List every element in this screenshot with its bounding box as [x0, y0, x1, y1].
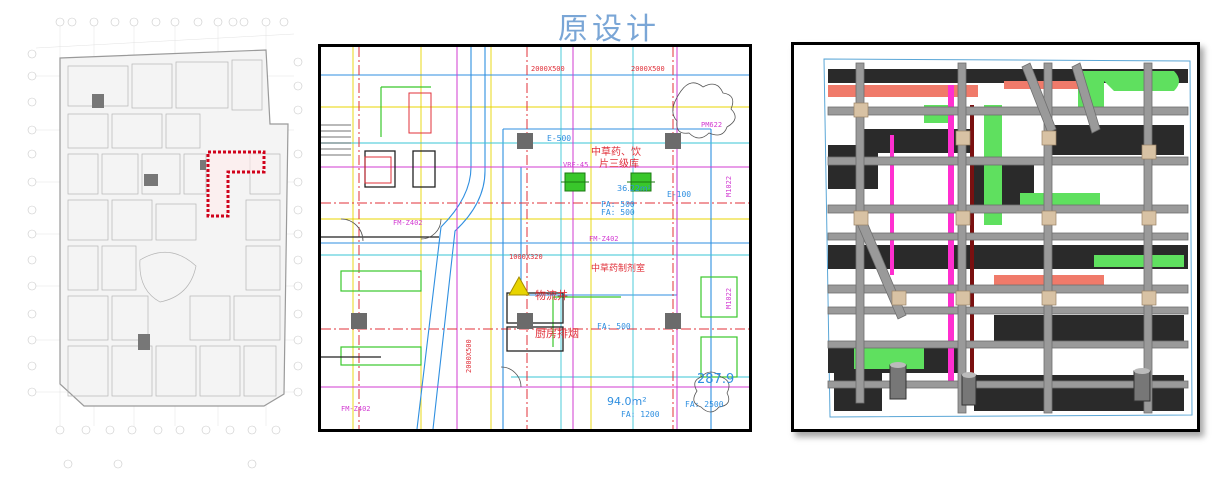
bim-drawing [823, 58, 1193, 418]
cad-room-labels: 中草药、饮 片三级库 物流井 厨房排烟 中草药制剂室 [535, 145, 645, 340]
cad-tag-label: FM-Z402 [393, 219, 423, 227]
cad-duct-labels: 2000X500 2000X500 1000X320 2000X500 [465, 65, 665, 373]
cad-tag-label: FM-Z402 [341, 405, 371, 413]
cad-diffusers [561, 172, 655, 192]
cad-outlet-label: FA: 500 [597, 322, 631, 331]
cad-linework [321, 47, 749, 429]
cad-room-label: 中草药制剂室 [591, 262, 645, 274]
cad-hvac-detail: 中草药、饮 片三级库 物流井 厨房排烟 中草药制剂室 2000X500 2000… [318, 44, 752, 432]
bim-risers [889, 362, 1151, 406]
cad-outlet-label: FA: 1200 [621, 410, 660, 419]
cad-room-label: 厨房排烟 [535, 326, 579, 340]
cad-columns [351, 133, 681, 329]
floor-plan-drawing [27, 17, 303, 469]
cad-area-labels: 36.22m² 94.0m² 287.9 [607, 184, 734, 408]
cad-room-label: 物流井 [535, 288, 568, 302]
cad-outlet-label: E-500 [547, 134, 571, 143]
bottom-axis-bubbles [55, 425, 281, 469]
cad-tag-label: PM622 [701, 121, 722, 129]
cad-room-label: 片三级库 [599, 157, 639, 170]
cad-tag-label: VRF-45 [563, 161, 588, 169]
cad-area-label: 94.0m² [607, 395, 647, 408]
cad-outlet-label: FA: 500 [601, 200, 635, 209]
cad-outlet-label: FA: 2500 [685, 400, 724, 409]
cad-duct-label: 1000X320 [509, 253, 543, 261]
cad-outlet-labels: FA: 500 FA: 500 FA: 500 FA: 1200 FA: 250… [547, 134, 724, 419]
cad-area-label: 287.9 [697, 372, 734, 387]
cad-tag-label: M1022 [725, 176, 733, 197]
cad-area-label: 36.22m² [617, 184, 651, 193]
cad-tag-labels: VRF-45 FM-Z402 FM-Z402 FM-Z402 PM622 M10… [341, 121, 733, 413]
bim-column-nodes [853, 102, 1157, 306]
cad-outlet-label: E-100 [667, 190, 691, 199]
highlighted-zone [206, 150, 266, 218]
cad-duct-label: 2000X500 [465, 339, 473, 373]
cad-warning-mark [508, 275, 530, 296]
cad-duct-label: 2000X500 [631, 65, 665, 73]
top-axis-bubbles [55, 17, 289, 27]
cad-room-label: 中草药、饮 [591, 145, 641, 158]
page-title: 原设计 [558, 12, 660, 47]
bim-dark-slabs [828, 69, 1188, 411]
floor-plan-overview [20, 14, 310, 469]
stair-cores [92, 94, 206, 350]
cad-duct-label: 2000X500 [531, 65, 565, 73]
cad-stairs [321, 124, 351, 156]
cad-outlet-label: FA: 500 [601, 208, 635, 217]
cad-tag-label: M1022 [725, 288, 733, 309]
bim-pipe-model [791, 42, 1200, 432]
cad-tag-label: FM-Z402 [589, 235, 619, 243]
cad-drawing: 中草药、饮 片三级库 物流井 厨房排烟 中草药制剂室 2000X500 2000… [321, 47, 749, 429]
